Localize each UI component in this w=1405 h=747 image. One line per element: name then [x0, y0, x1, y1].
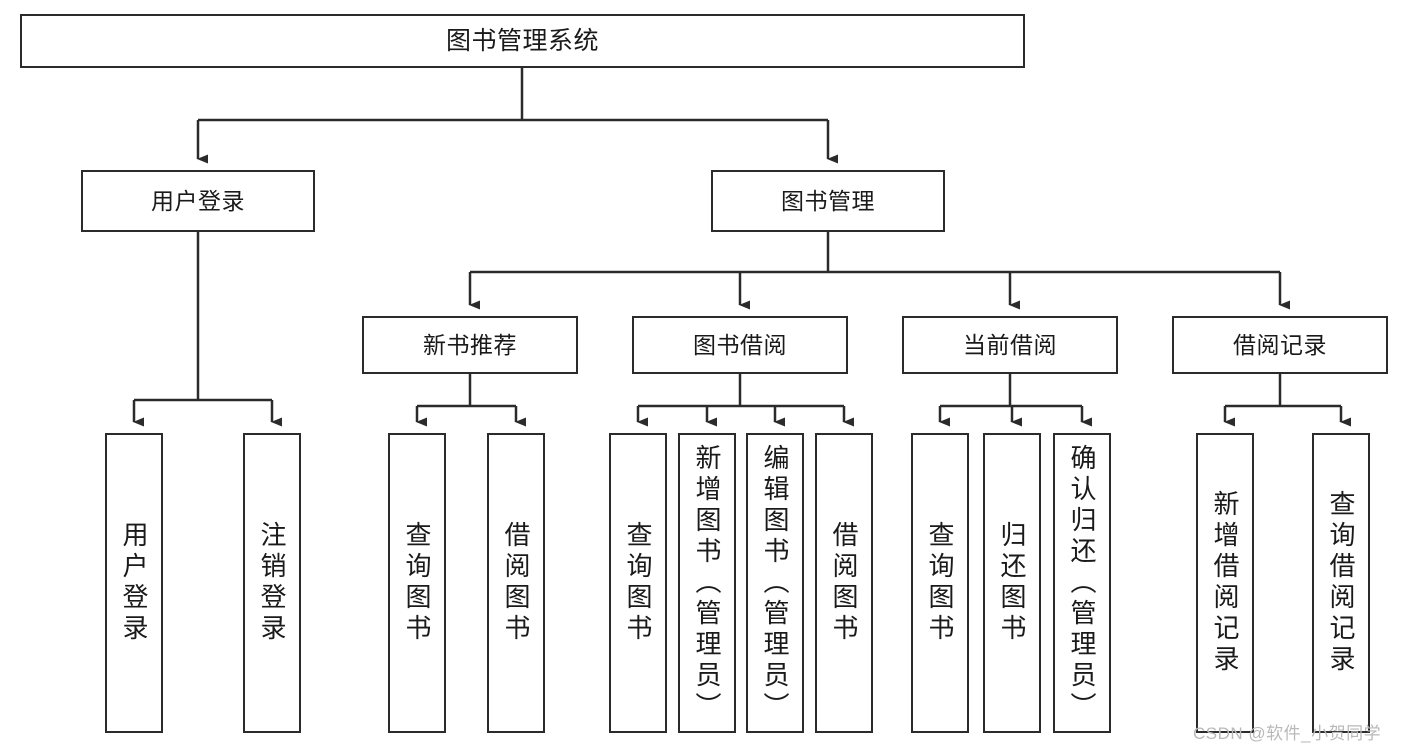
node-leaf-borrow-book-rec[interactable]: 借阅图书 [487, 433, 545, 733]
node-new-book-rec[interactable]: 新书推荐 [362, 316, 578, 374]
node-label-leaf-add-book: 新增图书（管理员） [692, 443, 723, 723]
node-leaf-edit-book[interactable]: 编辑图书（管理员） [746, 433, 804, 733]
node-current-borrow[interactable]: 当前借阅 [902, 316, 1118, 374]
node-label-user-login: 用户登录 [151, 187, 245, 214]
node-leaf-query-book-borrow[interactable]: 查询图书 [609, 433, 667, 733]
node-leaf-query-book-rec[interactable]: 查询图书 [388, 433, 446, 733]
node-label-leaf-borrow-book: 借阅图书 [829, 521, 860, 645]
node-leaf-query-book-current[interactable]: 查询图书 [911, 433, 969, 733]
node-leaf-logout[interactable]: 注销登录 [243, 433, 301, 733]
node-book-manage[interactable]: 图书管理 [711, 170, 945, 232]
node-leaf-query-record[interactable]: 查询借阅记录 [1312, 433, 1370, 733]
node-label-leaf-return-book: 归还图书 [997, 521, 1028, 645]
node-borrow-record[interactable]: 借阅记录 [1172, 316, 1388, 374]
node-book-borrow[interactable]: 图书借阅 [632, 316, 848, 374]
node-label-leaf-user-login: 用户登录 [119, 521, 150, 645]
node-label-leaf-logout: 注销登录 [257, 521, 288, 645]
node-label-new-book-rec: 新书推荐 [423, 331, 517, 358]
connector-paths [132, 68, 1351, 427]
node-label-current-borrow: 当前借阅 [963, 331, 1057, 358]
node-label-book-borrow: 图书借阅 [693, 331, 787, 358]
node-label-borrow-record: 借阅记录 [1233, 331, 1327, 358]
node-label-leaf-query-book-current: 查询图书 [925, 521, 956, 645]
node-leaf-borrow-book[interactable]: 借阅图书 [815, 433, 873, 733]
node-label-leaf-edit-book: 编辑图书（管理员） [760, 443, 791, 723]
node-label-leaf-query-book-borrow: 查询图书 [623, 521, 654, 645]
node-leaf-user-login[interactable]: 用户登录 [105, 433, 163, 733]
node-leaf-confirm-return[interactable]: 确认归还（管理员） [1053, 433, 1111, 733]
node-label-leaf-borrow-book-rec: 借阅图书 [501, 521, 532, 645]
node-label-leaf-confirm-return: 确认归还（管理员） [1067, 443, 1098, 723]
node-leaf-add-book[interactable]: 新增图书（管理员） [678, 433, 736, 733]
node-label-book-manage: 图书管理 [781, 187, 875, 214]
node-leaf-return-book[interactable]: 归还图书 [983, 433, 1041, 733]
node-user-login[interactable]: 用户登录 [81, 170, 315, 232]
node-label-leaf-query-book-rec: 查询图书 [402, 521, 433, 645]
node-label-root: 图书管理系统 [445, 26, 599, 55]
node-root[interactable]: 图书管理系统 [20, 14, 1025, 68]
node-label-leaf-query-record: 查询借阅记录 [1326, 490, 1357, 676]
node-leaf-add-record[interactable]: 新增借阅记录 [1196, 433, 1254, 733]
node-label-leaf-add-record: 新增借阅记录 [1210, 490, 1241, 676]
